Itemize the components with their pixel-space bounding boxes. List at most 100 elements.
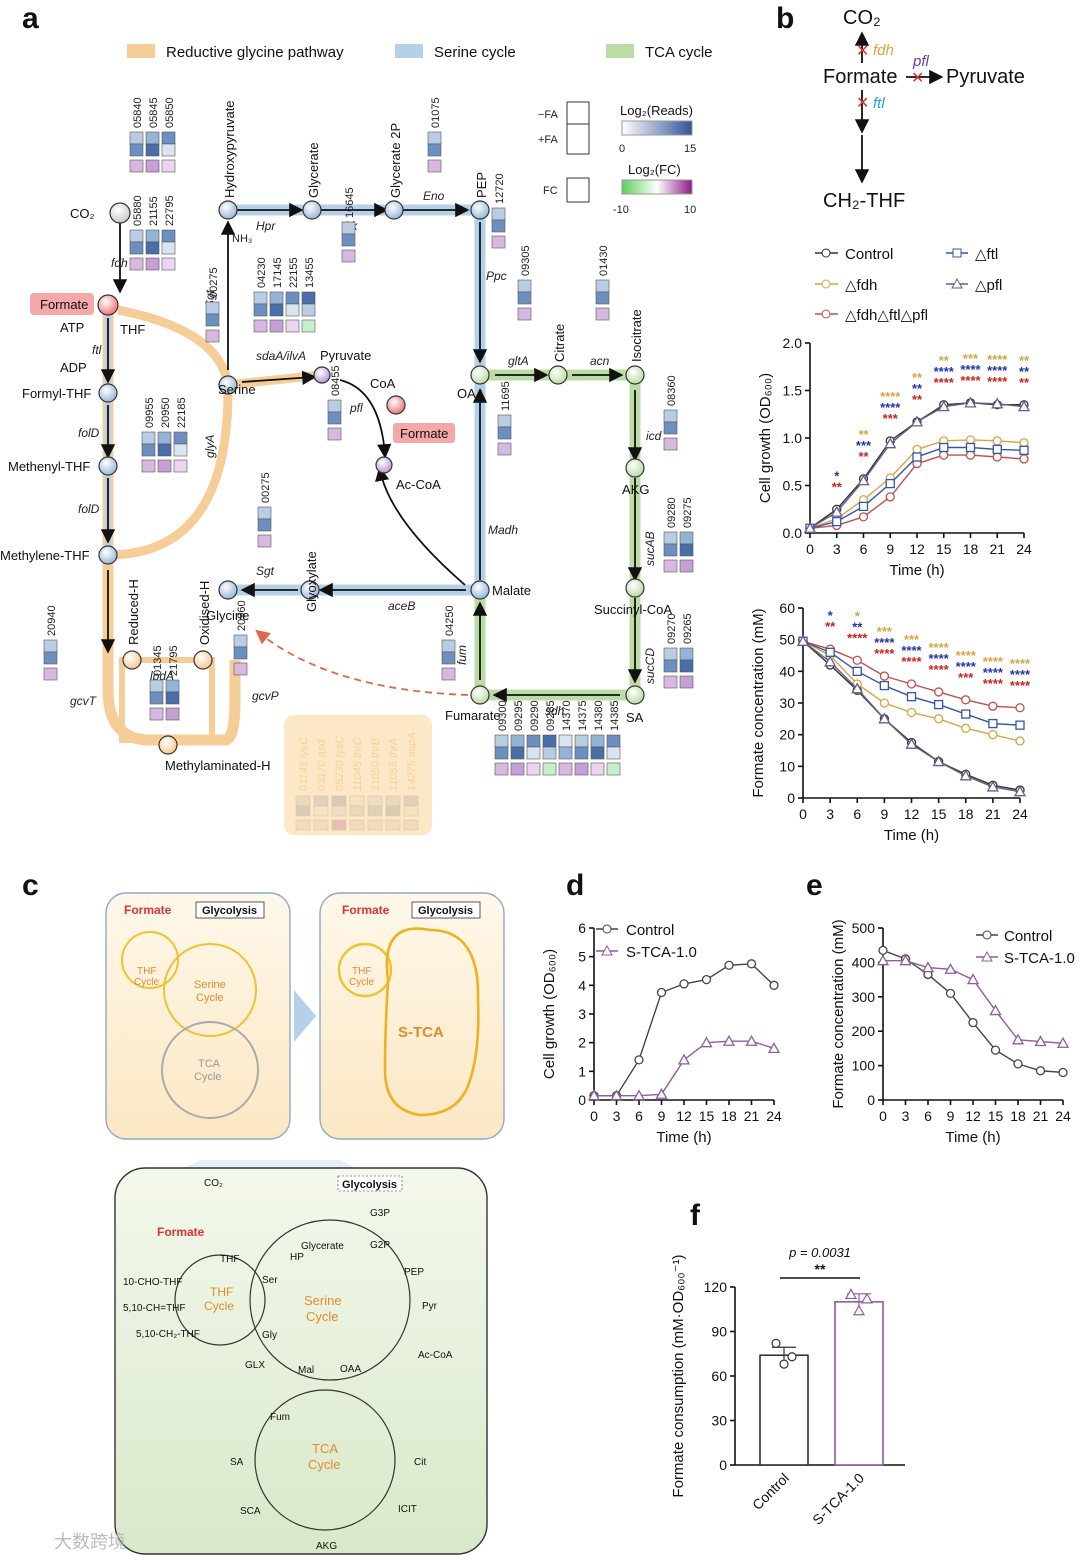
y-tick-label: 60 [779,600,795,616]
reads-plus-fa-cell [491,219,506,233]
oxidised-h-label: Oxidised-H [197,581,212,645]
fc-cell [526,762,541,776]
reads-plus-fa-cell [205,313,220,327]
y-tick-label: 2 [578,1035,586,1051]
x-tick-label: 15 [931,806,947,822]
data-point [988,718,998,729]
gene-id-label: 09305 [520,245,532,276]
reads-minus-fa-cell [233,634,248,648]
legend-control-label: Control [845,246,893,263]
panel-label-c: c [22,869,39,902]
legend-dfdh: △fdh [815,277,877,294]
legend-dftl-label: △ftl [975,246,998,263]
significance-stars: **** [983,665,1004,680]
heatmap-sdh-5: 14375 [574,700,589,776]
data-point [906,707,917,718]
fc-cell [165,707,180,721]
x-tick-label: 18 [721,1108,737,1124]
heatmap-icd-0: 08360 [663,375,678,451]
x-tick-label: 0 [806,541,814,557]
data-point [966,973,980,985]
data-point [1019,445,1029,456]
legend-e: Control S-TCA-1.0 [976,928,1075,967]
reads-minus-fa-cell [161,131,176,145]
data-point [961,709,971,719]
gene-id-label: 09270 [666,613,678,644]
reads-minus-fa-cell [341,221,356,235]
significance-stars: ** [912,381,923,396]
c-detail-pep: PEP [404,1267,424,1278]
glycine-node [218,580,238,600]
methenyl-thf-label: Methenyl-THF [8,459,90,474]
data-point [634,1055,644,1065]
c-detail-glycolysis-box [337,1175,403,1192]
coa-label: CoA [370,376,396,391]
fc-cell [590,762,605,776]
y-axis-title: Formate concentration (mM) [750,608,767,797]
acoa-to-malate-arrow [375,466,466,586]
gene-id-label: 09290 [529,700,541,731]
heatmap-fdh-1: 21155 [145,196,160,271]
significance-stars: **** [960,362,981,377]
formate-label: Formate [40,297,88,312]
acoa-label: Ac-CoA [396,477,441,492]
reductive-glycine-swatch [127,44,155,58]
reads-minus-fa-cell [269,291,284,305]
reads-minus-fa-cell [663,531,678,545]
gene-id-label: 00275 [208,267,220,298]
reads-plus-fa-cell [43,651,58,665]
data-point [988,730,998,740]
data-point [879,698,890,708]
heatmap-fdh_top-1: 05845 [145,97,160,173]
gene-id-label: 20960 [236,600,248,631]
significance-stars: *** [883,411,899,426]
y-tick-label: 200 [852,1023,876,1039]
y-tick-label: 60 [711,1368,727,1384]
reads-plus-fa-cell [558,746,573,760]
data-point [990,1045,1001,1055]
gene-id-label: 09265 [682,613,694,644]
fumarate-node [470,685,490,705]
c-detail-glycerate: Glycerate [301,1241,344,1252]
reads-plus-fa-cell [161,241,176,255]
fc-cell [161,257,176,271]
heatmap-sucCD-0: 09270 [663,613,678,689]
significance-stars: **** [956,659,977,674]
gene-id-label: 14385 [609,700,621,731]
data-point [992,444,1002,455]
b-fdh-gene: fdh [873,42,894,59]
significance-stars: **** [847,630,868,645]
c-detail-hp: HP [290,1252,304,1263]
data-point [986,780,999,792]
significance-stars: ** [1019,364,1030,379]
significance-stars: **** [934,364,955,379]
p-value-label: p = 0.0031 [788,1245,851,1260]
c-detail-cit: Cit [414,1457,426,1468]
data-point [937,400,950,412]
gcv-system-band [119,657,215,743]
reads-minus-fa-cell [145,229,160,243]
legend-triple-label: △fdh△ftl△pfl [845,307,928,324]
glyoxylate-node [300,580,320,600]
data-point [944,962,957,974]
data-point [1017,400,1031,412]
significance-stars: **** [874,646,895,661]
data-point [1015,720,1025,730]
fc-cell [595,307,610,321]
reads-plus-fa-cell [574,746,589,760]
reads-plus-fa-cell [663,421,678,435]
glycerate2p-label: Glycerate 2P [388,123,403,198]
reads-minus-fa-cell [257,506,272,520]
gene-id-label: 00275 [260,472,272,503]
heatmap-sdh-2: 09290 [526,700,541,776]
sucAB-gene: sucAB [643,531,657,566]
y-tick-label: 20 [779,727,795,743]
fc-cell [606,762,621,776]
y-tick-label: 100 [852,1058,876,1074]
fumarate-glycine-dashed-arrow [255,629,469,696]
y-tick-label: 2.0 [783,335,803,351]
reads-plus-fa-cell [526,746,541,760]
significance-stars: **** [880,389,901,404]
